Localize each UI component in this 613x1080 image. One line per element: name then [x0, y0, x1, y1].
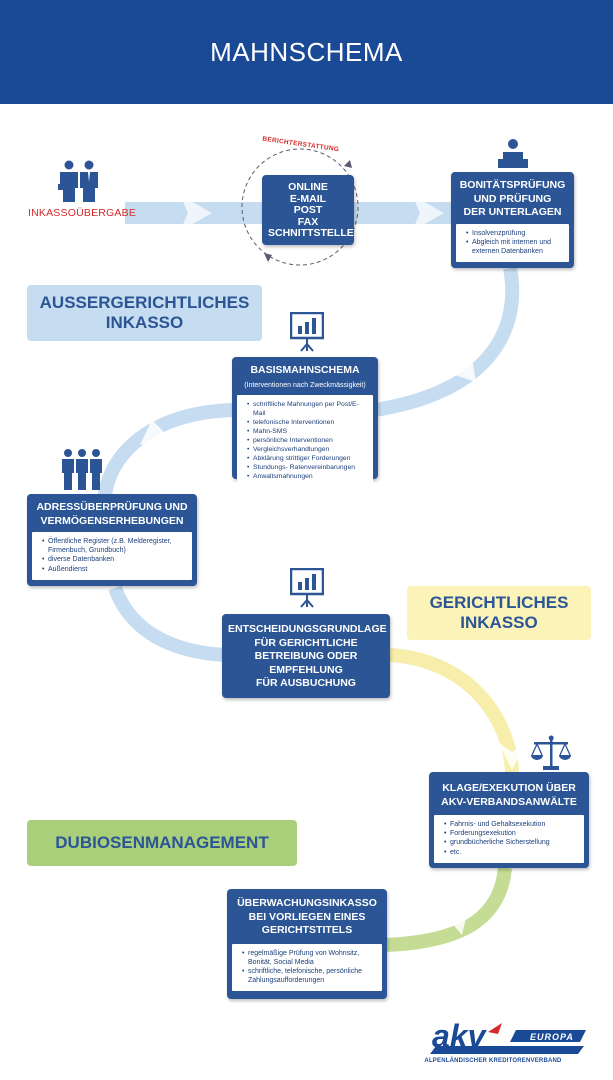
entscheidung-box: ENTSCHEIDUNGSGRUNDLAGE FÜR GERICHTLICHE … [222, 614, 390, 698]
ueberwachung-title-1: ÜBERWACHUNGSINKASSO [237, 897, 377, 909]
klage-item: Forderungsexekution [444, 829, 578, 838]
business-people-icon [58, 160, 98, 202]
basis-item: Stundungs- Ratenvereinbarungen [247, 463, 367, 472]
page-title: MAHNSCHEMA [210, 36, 403, 67]
channel-post: POST [293, 204, 323, 216]
flow-arc-entscheidung-klage [389, 648, 519, 773]
channel-schnittstelle: SCHNITTSTELLE [268, 227, 354, 239]
adresse-title-1: ADRESSÜBERPRÜFUNG UND [36, 501, 188, 513]
bonitaet-item: Abgleich mit internen und externen Daten… [466, 238, 563, 256]
phase-aussergerichtlich: AUSSERGERICHTLICHES INKASSO [27, 285, 262, 341]
flow-chevron-4 [140, 420, 172, 445]
basismahnschema-box: BASISMAHNSCHEMA (Interventionen nach Zwe… [232, 357, 378, 487]
phase-gerichtlich-line2: INKASSO [460, 613, 538, 632]
team-icon [62, 449, 102, 490]
flow-arc-bonitaet-basis [373, 266, 520, 417]
adresse-item: Öffentliche Register (z.B. Melderegister… [42, 537, 186, 555]
entscheidung-title-2: FÜR GERICHTLICHE [254, 636, 358, 649]
flow-arc-basis-adresse [98, 403, 236, 497]
phase-dubiosen-label: DUBIOSENMANAGEMENT [55, 833, 269, 852]
channel-email: E-MAIL [289, 192, 327, 205]
presentation-chart-icon [290, 568, 324, 608]
phase-dubiosen: DUBIOSENMANAGEMENT [27, 820, 297, 866]
bonitaet-title-1: BONITÄTSPRÜFUNG [459, 179, 566, 191]
adresse-box: ADRESSÜBERPRÜFUNG UND VERMÖGENSERHEBUNGE… [27, 494, 197, 586]
klage-item: etc. [444, 848, 578, 857]
klage-item: Fahrnis- und Gehaltsexekution [444, 820, 578, 829]
entscheidung-title-3: BETREIBUNG ODER [254, 650, 358, 662]
channels-box: ONLINE E-MAIL POST FAX SCHNITTSTELLE [262, 175, 354, 245]
ueberwachung-title-3: GERICHTSTITELS [261, 924, 353, 936]
basis-item: Anwaltsmahnungen [247, 472, 367, 481]
channel-online: ONLINE [288, 181, 328, 193]
circle-arrowhead [264, 253, 272, 262]
flow-arc-adresse-entscheidung [108, 585, 226, 662]
phase-aussergerichtlich-line2: INKASSO [105, 313, 184, 332]
basis-title: BASISMAHNSCHEMA [250, 364, 360, 376]
flow-chevron-3 [446, 345, 476, 382]
basis-item: Mahn-SMS [247, 427, 367, 436]
entscheidung-title-4: EMPFEHLUNG [269, 663, 343, 676]
ueberwachung-box: ÜBERWACHUNGSINKASSO BEI VORLIEGEN EINES … [227, 889, 387, 999]
basis-item: schriftliche Mahnungen per Post/E-Mail [247, 400, 367, 418]
person-at-desk-icon [498, 139, 528, 168]
channel-fax: FAX [297, 215, 319, 228]
flow-arc-klage-ueberwachung [384, 867, 512, 952]
presentation-chart-icon [290, 312, 324, 352]
adresse-title-2: VERMÖGENSERHEBUNGEN [40, 514, 184, 527]
basis-item: Abklärung strittiger Forderungen [247, 454, 367, 463]
ueberwachung-item: regelmäßige Prüfung von Wohnsitz, Bonitä… [242, 949, 376, 967]
basis-item: Vergleichsverhandlungen [247, 445, 367, 454]
basis-item: telefonische Interventionen [247, 418, 367, 427]
bonitaet-title-2: UND PRÜFUNG [473, 192, 552, 205]
klage-title-2: AKV-VERBANDSANWÄLTE [441, 795, 577, 808]
bonitaet-box: BONITÄTSPRÜFUNG UND PRÜFUNG DER UNTERLAG… [451, 172, 574, 268]
berichterstattung-circle [241, 148, 359, 266]
adresse-item: diverse Datenbanken [42, 555, 186, 564]
basis-item: persönliche Interventionen [247, 436, 367, 445]
ueberwachung-item: schriftliche, telefonische, persönliche … [242, 967, 376, 985]
klage-title-1: KLAGE/EXEKUTION ÜBER [442, 782, 576, 794]
bonitaet-title-3: DER UNTERLAGEN [463, 206, 562, 218]
ueberwachung-title-2: BEI VORLIEGEN EINES [248, 910, 366, 923]
flow-chevron-5 [498, 742, 526, 770]
flow-chevron-6 [445, 902, 470, 935]
basis-subtitle: (Interventionen nach Zweckmässigkeit) [244, 381, 366, 389]
klage-item: grundbücherliche Sicherstellung [444, 838, 578, 847]
circle-arrowhead-2 [344, 160, 352, 168]
flow-chevron-2 [412, 195, 444, 231]
entscheidung-title-5: FÜR AUSBUCHUNG [256, 677, 356, 689]
header-bar: MAHNSCHEMA [0, 0, 613, 104]
inkassouebergabe-label: INKASSOÜBERGABE [28, 207, 137, 219]
bonitaet-item: Insolvenzprüfung [466, 229, 563, 238]
phase-aussergerichtlich-line1: AUSSERGERICHTLICHES [39, 293, 250, 312]
klage-box: KLAGE/EXEKUTION ÜBER AKV-VERBANDSANWÄLTE… [429, 772, 589, 868]
akv-logo: akv EUROPA [430, 1020, 586, 1054]
adresse-item: Außendienst [42, 565, 186, 574]
scales-of-justice-icon [531, 735, 571, 770]
logo-badge: EUROPA [530, 1032, 574, 1042]
logo-tagline: ALPENLÄNDISCHER KREDITORENVERBAND [424, 1058, 562, 1064]
flow-chevron-1 [180, 195, 212, 231]
phase-gerichtlich: GERICHTLICHES INKASSO [407, 586, 591, 640]
entscheidung-title-1: ENTSCHEIDUNGSGRUNDLAGE [228, 623, 387, 635]
logo-wordmark: akv [432, 1020, 488, 1054]
phase-gerichtlich-line1: GERICHTLICHES [429, 593, 569, 612]
